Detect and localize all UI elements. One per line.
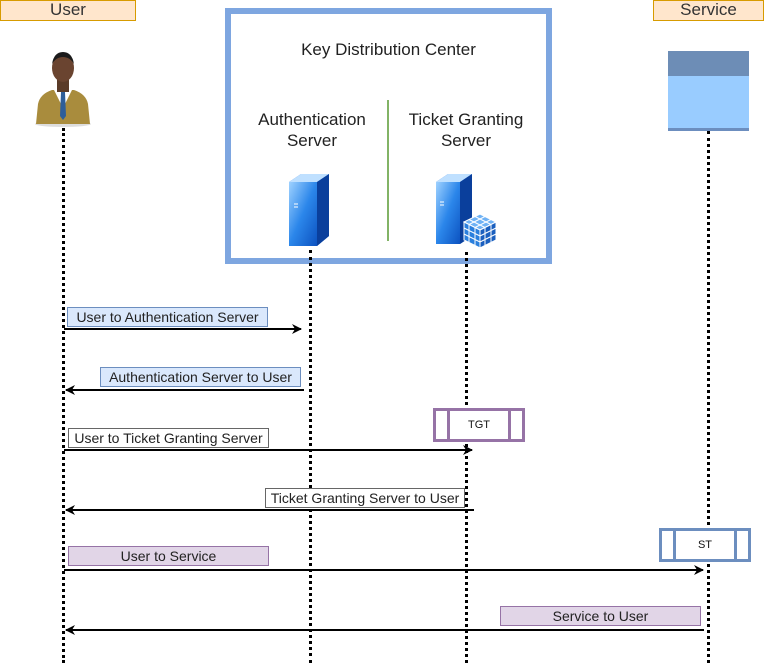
message-label: Authentication Server to User (100, 367, 301, 387)
message-label: User to Service (68, 546, 269, 566)
auth-server-label: Authentication Server (238, 109, 386, 151)
service-lifeline (707, 131, 710, 663)
user-lifeline (62, 128, 65, 663)
st-ticket-label: ST (697, 539, 713, 551)
tgt-ticket-label: TGT (468, 419, 490, 431)
kdc-divider (387, 100, 389, 241)
auth-server-label-line1: Authentication (258, 110, 366, 129)
tgs-label-line2: Server (440, 131, 492, 150)
st-ticket: ST (659, 528, 751, 562)
message-label: Ticket Granting Server to User (265, 488, 465, 508)
auth-server-icon (289, 174, 329, 246)
message-label: User to Authentication Server (67, 307, 268, 327)
message-label: Service to User (500, 606, 701, 626)
kdc-title: Key Distribution Center (301, 40, 476, 59)
st-ticket-right-bar (734, 531, 737, 559)
message-label: User to Ticket Granting Server (68, 428, 269, 448)
tgt-ticket: TGT (433, 408, 525, 442)
st-ticket-left-bar (673, 531, 676, 559)
user-avatar-icon (35, 52, 91, 127)
auth-server-label-line2: Server (286, 131, 338, 150)
tgs-label: Ticket Granting Server (392, 109, 540, 151)
tgt-ticket-right-bar (508, 411, 511, 439)
auth-server-lifeline (309, 250, 312, 663)
service-window-titlebar (668, 51, 749, 76)
tgs-server-icon (436, 174, 498, 249)
service-window-icon (668, 51, 749, 131)
user-actor-label: User (0, 0, 136, 21)
tgs-lifeline (465, 252, 468, 663)
tgt-ticket-left-bar (447, 411, 450, 439)
tgs-label-line1: Ticket Granting (408, 110, 524, 129)
service-actor-label: Service (653, 0, 764, 21)
